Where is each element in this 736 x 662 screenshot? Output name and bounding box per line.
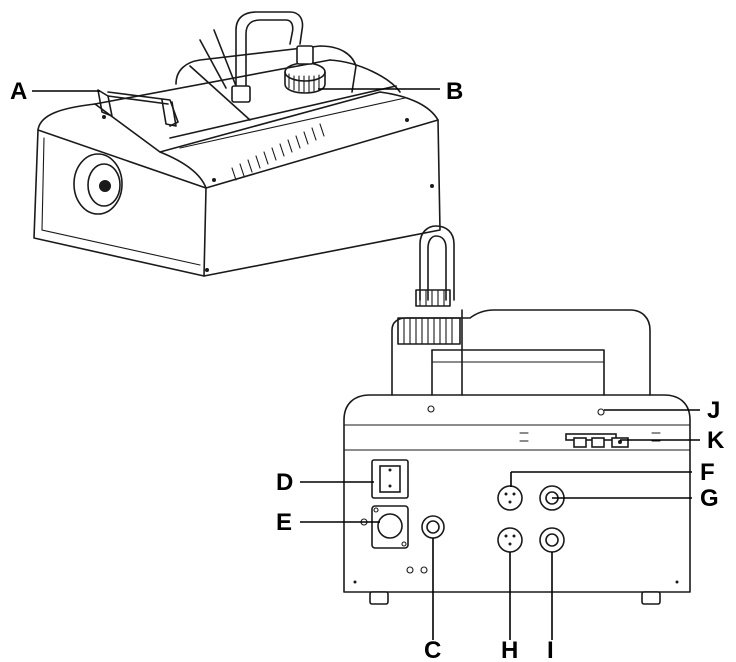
label-k: K [707, 427, 725, 454]
callout-labels: A B C D E F G H I J K [10, 78, 725, 662]
label-g: G [700, 485, 719, 512]
label-d: D [276, 469, 293, 496]
label-c: C [424, 637, 441, 662]
leader-lines [32, 88, 700, 640]
label-h: H [501, 637, 518, 662]
label-b: B [446, 78, 463, 105]
label-f: F [700, 459, 715, 486]
label-e: E [276, 509, 292, 536]
label-i: I [547, 637, 554, 662]
machine-perspective-view [33, 11, 441, 277]
label-j: J [707, 397, 720, 424]
machine-rear-view [343, 225, 691, 605]
label-a: A [10, 78, 27, 105]
